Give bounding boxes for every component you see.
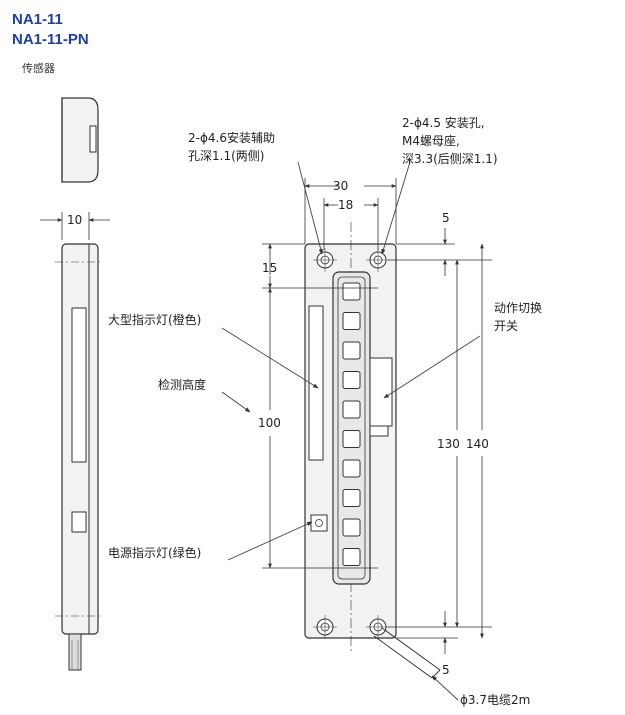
dim-inner-width: 18 [338, 198, 353, 212]
callout-mount-hole-line2: M4螺母座, [402, 133, 460, 148]
model-name-secondary: NA1-11-PN [12, 31, 89, 48]
callout-aux-hole-line2: 孔深1.1(两侧) [188, 149, 264, 163]
sensor-element [342, 518, 361, 537]
callout-leaders [221, 161, 481, 701]
callout-detection-height: 检测高度 [158, 377, 206, 392]
side-view: 10 [40, 212, 110, 671]
mount-hole-top-right [366, 248, 390, 272]
sensor-element [342, 371, 361, 389]
sensor-element [342, 312, 361, 330]
callout-large-indicator: 大型指示灯(橙色) [108, 312, 201, 327]
callout-power-indicator: 电源指示灯(绿色) [108, 545, 201, 560]
sensor-element [342, 489, 361, 507]
dim-pitch-height: 130 [437, 437, 460, 451]
model-name-primary: NA1-11 [12, 11, 63, 28]
dim-outer-width: 30 [333, 179, 348, 193]
sensor-element [342, 341, 361, 360]
callout-aux-hole-line1: 2-ϕ4.6安装辅助 [188, 130, 275, 145]
sensor-element [342, 400, 361, 419]
sensor-element-array [342, 282, 361, 566]
callout-mount-hole-line3: 深3.3(后侧深1.1) [402, 152, 498, 166]
callout-switch-line2: 开关 [494, 319, 518, 333]
mount-hole-bottom-right [366, 615, 390, 639]
mount-hole-bottom-left [313, 615, 337, 639]
dim-total-height: 140 [466, 437, 489, 451]
dim-top-margin: 5 [442, 211, 450, 225]
mount-hole-top-left [313, 248, 337, 272]
power-indicator-lamp [310, 514, 328, 532]
sensor-element [342, 548, 361, 566]
dim-top-offset: 15 [262, 261, 277, 275]
dim-bottom-margin: 5 [442, 663, 450, 677]
top-view [61, 97, 99, 183]
product-category: 传感器 [22, 63, 55, 75]
header: NA1-11 NA1-11-PN [12, 10, 89, 50]
sensor-element [342, 459, 361, 478]
large-indicator-lamp [308, 305, 324, 461]
callout-mount-hole-line1: 2-ϕ4.5 安装孔, [402, 115, 485, 130]
front-dimensions [262, 178, 492, 654]
callout-switch-line1: 动作切换 [494, 301, 542, 315]
callout-cable: ϕ3.7电缆2m [460, 693, 530, 707]
dim-side-width: 10 [67, 213, 82, 227]
sensor-element [342, 430, 361, 448]
sensor-element [342, 282, 361, 301]
dim-detection-height: 100 [258, 416, 281, 430]
front-view [304, 222, 441, 679]
operation-switch [369, 357, 393, 427]
